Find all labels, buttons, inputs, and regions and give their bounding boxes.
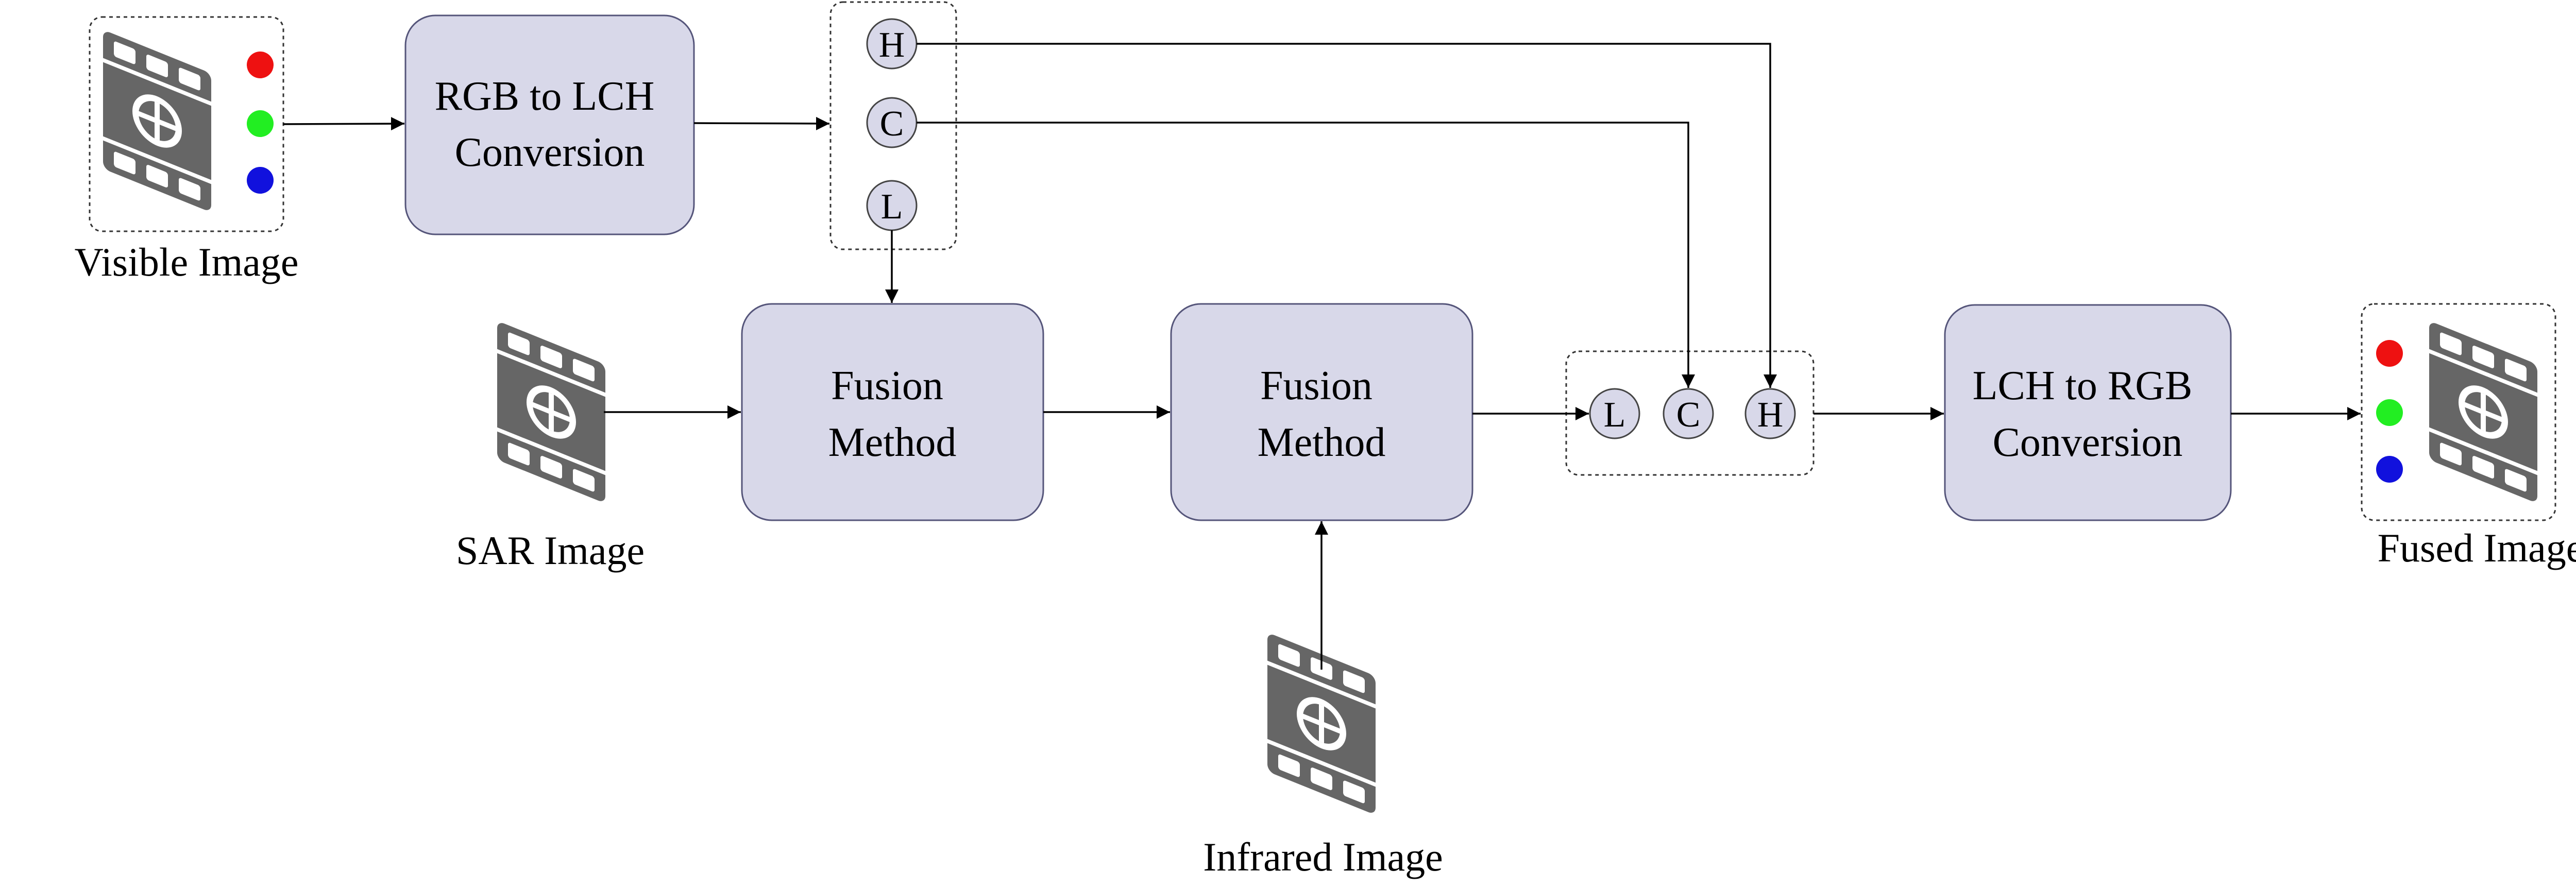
merge-channel-group: L C H xyxy=(1565,350,1815,476)
split-channel-group: H C L xyxy=(829,1,957,250)
rgb-dots-icon xyxy=(2376,340,2403,483)
fusion-method-1-box: Fusion Method xyxy=(741,303,1044,521)
sar-image-caption: SAR Image xyxy=(456,528,645,573)
edge-h-to-merge xyxy=(917,43,1777,388)
channel-h: H xyxy=(866,18,918,70)
channel-c: C xyxy=(1663,388,1714,439)
fusion-method-2-box: Fusion Method xyxy=(1170,303,1473,521)
rgb-to-lch-box: RGB to LCH Conversion xyxy=(404,14,695,235)
channel-l: L xyxy=(1589,388,1640,439)
svg-text:L: L xyxy=(1604,395,1626,435)
fused-image-node: Fused Image xyxy=(2361,303,2576,570)
fused-image-caption: Fused Image xyxy=(2378,525,2576,570)
svg-text:L: L xyxy=(881,187,903,227)
svg-text:H: H xyxy=(879,25,905,65)
channel-h: H xyxy=(1744,388,1796,439)
sar-image-node: SAR Image xyxy=(456,320,645,573)
rgb-to-lch-label: RGB to LCH Conversion xyxy=(435,74,665,175)
edge-rgb2lch-to-split xyxy=(693,116,830,130)
channel-l: L xyxy=(866,180,918,231)
channel-c: C xyxy=(866,97,918,148)
infrared-image-node: Infrared Image xyxy=(1203,632,1443,879)
svg-text:C: C xyxy=(880,104,904,144)
svg-text:C: C xyxy=(1676,395,1701,435)
connectors xyxy=(283,43,2361,670)
lch-to-rgb-box: LCH to RGB Conversion xyxy=(1944,304,2232,521)
svg-text:H: H xyxy=(1757,395,1784,435)
visible-image-node: Visible Image xyxy=(74,16,299,284)
edge-c-to-merge xyxy=(917,122,1695,388)
infrared-image-caption: Infrared Image xyxy=(1203,834,1443,879)
rgb-dots-icon xyxy=(247,52,274,194)
fusion-method-1-label: Fusion Method xyxy=(828,363,957,465)
lch-to-rgb-label: LCH to RGB Conversion xyxy=(1973,363,2203,465)
visible-image-caption: Visible Image xyxy=(74,240,298,284)
fusion-method-2-label: Fusion Method xyxy=(1258,363,1386,465)
film-strip-icon xyxy=(497,320,605,504)
